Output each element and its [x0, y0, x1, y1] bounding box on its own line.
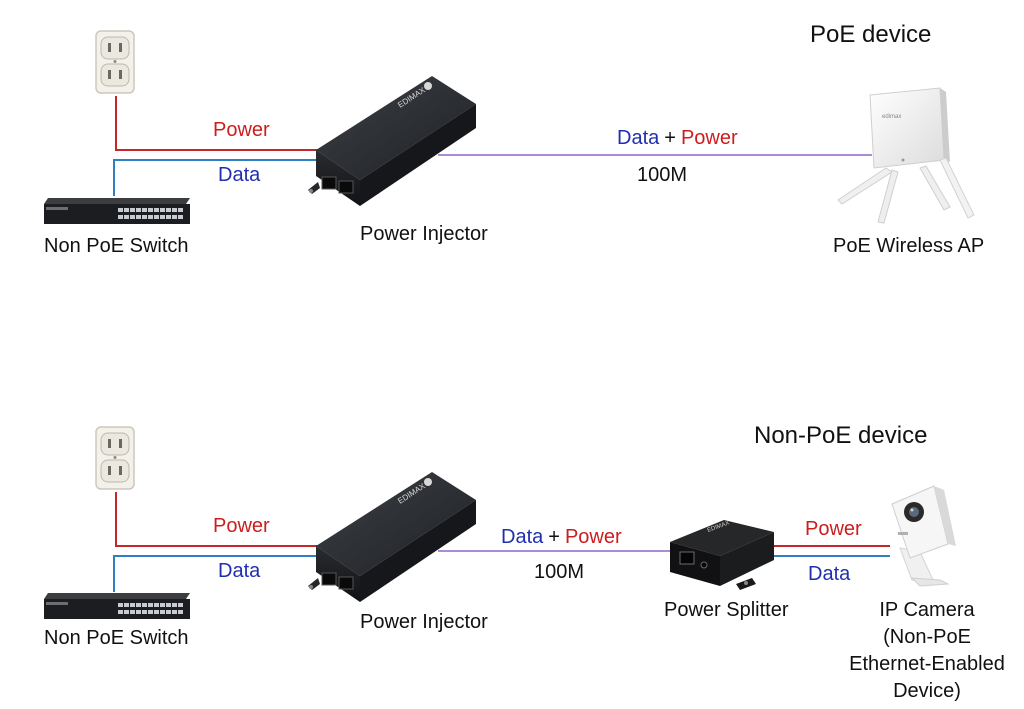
power-outlet-icon — [95, 30, 135, 94]
data-label: Data — [218, 164, 261, 186]
splitter-label: Power Splitter — [664, 599, 789, 621]
camera-label-line: Device) — [893, 680, 961, 702]
camera-label: IP Camera (Non-PoE Ethernet-Enabled Devi… — [849, 599, 1005, 702]
splitter-data-label: Data — [808, 563, 851, 585]
camera-label-line: Ethernet-Enabled — [849, 653, 1005, 675]
poe-device-section: PoE device — [44, 21, 984, 257]
network-switch-icon — [44, 198, 190, 224]
power-label: Power — [213, 515, 270, 537]
data-wire — [113, 159, 318, 196]
poe-injector-icon: EDIMAX — [308, 76, 476, 206]
injector-label: Power Injector — [360, 223, 488, 245]
injector-label: Power Injector — [360, 611, 488, 633]
non-poe-device-section: Non-PoE device — [44, 422, 1005, 702]
switch-label: Non PoE Switch — [44, 235, 189, 257]
switch-label: Non PoE Switch — [44, 627, 189, 649]
access-point-label: PoE Wireless AP — [833, 235, 984, 257]
wireless-ap-icon: edimax — [837, 87, 975, 224]
power-wire — [115, 96, 318, 151]
section-heading: PoE device — [810, 21, 931, 48]
power-wire — [115, 492, 318, 547]
ap-logo: edimax — [882, 114, 901, 120]
poe-splitter-icon: EDIMAX — [670, 520, 774, 590]
splitter-power-label: Power — [805, 518, 862, 540]
network-switch-icon — [44, 593, 190, 619]
data-label: Data — [218, 560, 261, 582]
ip-camera-icon — [891, 485, 956, 587]
speed-label: 100M — [534, 561, 584, 583]
data-power-label: Data+Power — [617, 127, 738, 149]
data-power-label: Data+Power — [501, 526, 622, 548]
section-heading: Non-PoE device — [754, 422, 927, 449]
data-wire — [113, 555, 318, 592]
camera-label-line: IP Camera — [879, 599, 975, 621]
speed-label: 100M — [637, 164, 687, 186]
power-label: Power — [213, 119, 270, 141]
camera-label-line: (Non-PoE — [883, 626, 971, 648]
poe-injector-icon: EDIMAX — [308, 472, 476, 602]
power-outlet-icon — [95, 426, 135, 490]
